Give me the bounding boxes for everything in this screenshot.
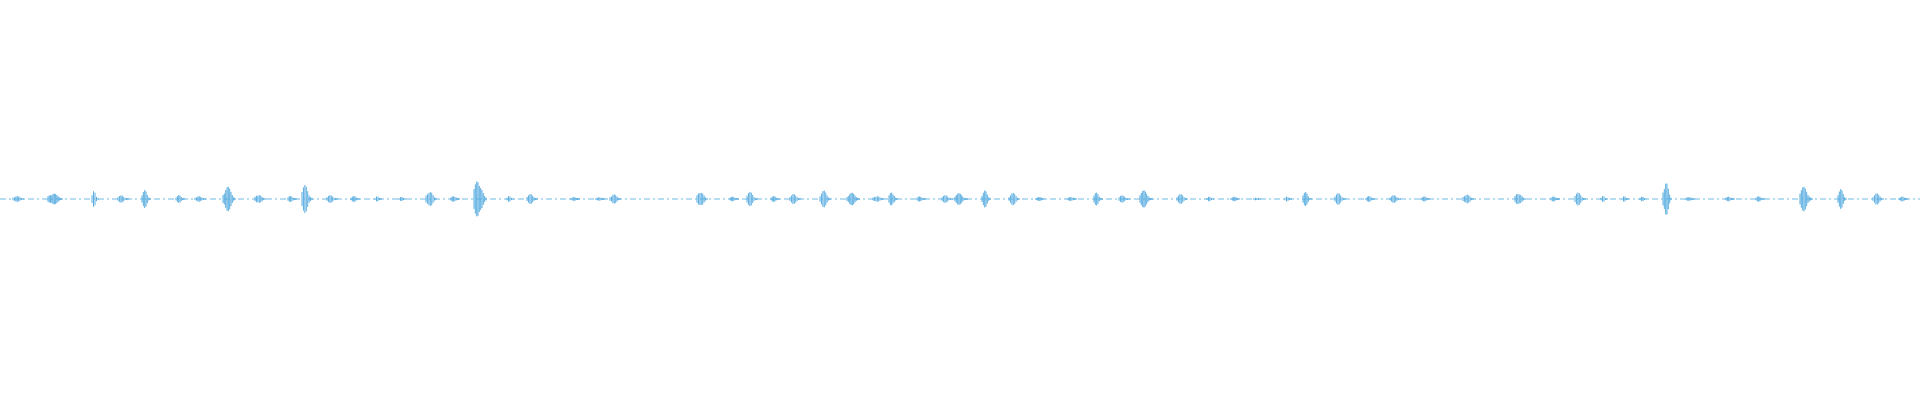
- waveform-bursts: [12, 181, 1908, 217]
